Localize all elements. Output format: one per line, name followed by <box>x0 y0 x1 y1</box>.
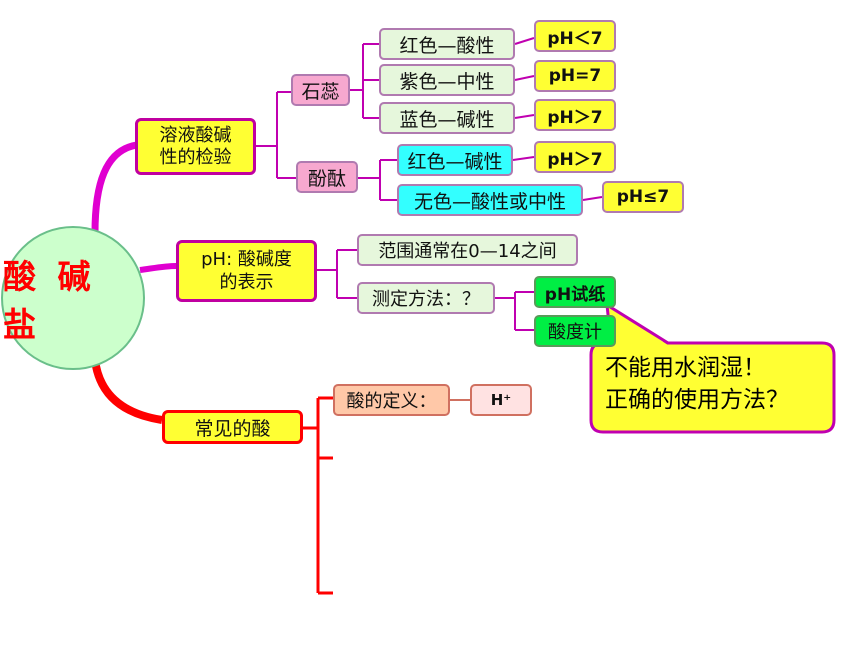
phenol-red-basic: 红色—碱性 <box>397 144 513 176</box>
phenol-ph-at-most-7: pH≤7 <box>602 181 684 213</box>
acid-definition-node: 酸的定义： <box>333 384 450 416</box>
litmus-node: 石蕊 <box>291 74 350 106</box>
ph-test-paper-node: pH试纸 <box>534 276 616 308</box>
litmus-blue-basic: 蓝色—碱性 <box>379 102 515 134</box>
ph-range-node: 范围通常在0—14之间 <box>357 234 578 266</box>
ph-less-than-7: pH＜7 <box>534 20 616 52</box>
branch-ph: pH: 酸碱度 的表示 <box>176 240 317 302</box>
litmus-purple-neutral: 紫色—中性 <box>379 64 515 96</box>
phenol-ph-greater-than-7: pH＞7 <box>534 141 616 173</box>
callout-text: 不能用水润湿！ 正确的使用方法？ <box>605 352 789 416</box>
phenol-colorless-acid-neutral: 无色—酸性或中性 <box>397 184 583 216</box>
ph-equals-7: pH=7 <box>534 60 616 92</box>
callout-bubble <box>589 341 836 434</box>
ph-greater-than-7: pH＞7 <box>534 99 616 131</box>
ph-method-node: 测定方法：？ <box>357 282 495 314</box>
branch-common-acids: 常见的酸 <box>162 410 303 444</box>
litmus-red-acidic: 红色—酸性 <box>379 28 515 60</box>
branch-ph-label-1: pH: 酸碱度 <box>201 249 292 270</box>
callout-line-2: 正确的使用方法？ <box>605 387 789 413</box>
hydrogen-ion-node: H⁺ <box>470 384 532 416</box>
branch-indicator-label-1: 溶液酸碱 <box>159 124 232 146</box>
root-topic: 酸 碱 盐 <box>1 226 145 370</box>
phenolphthalein-node: 酚酞 <box>296 161 358 193</box>
branch-indicator-test: 溶液酸碱 性的检验 <box>135 118 256 175</box>
callout-line-1: 不能用水润湿！ <box>605 355 766 381</box>
branch-indicator-label-2: 性的检验 <box>159 146 232 168</box>
ph-meter-node: 酸度计 <box>534 315 616 347</box>
branch-ph-label-2: 的表示 <box>219 272 274 293</box>
